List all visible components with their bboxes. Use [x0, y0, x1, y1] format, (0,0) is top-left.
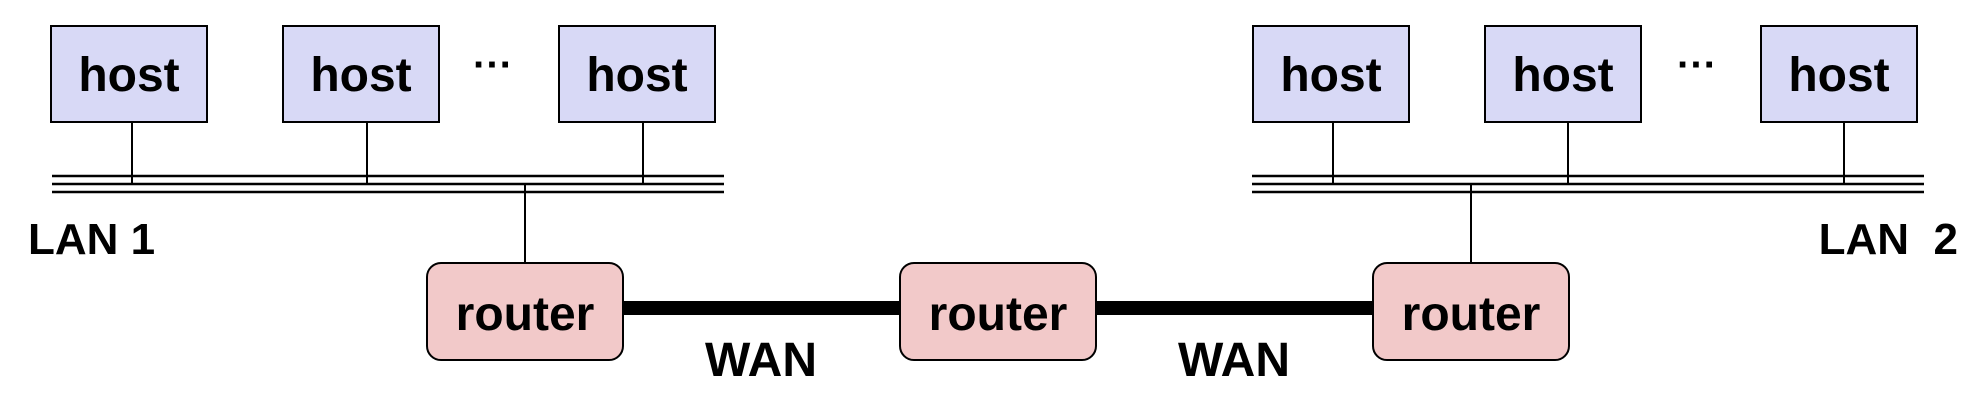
router-label: router: [1402, 288, 1541, 341]
lan2-label: LAN 2: [1819, 215, 1958, 264]
host-label: host: [1788, 49, 1889, 102]
wan-label: WAN: [705, 334, 817, 387]
lan1-bus: [52, 174, 724, 194]
lan2-host: host: [1484, 25, 1642, 123]
host-label: host: [1512, 49, 1613, 102]
lan1-ellipsis: ···: [473, 43, 513, 87]
router-label: router: [456, 288, 595, 341]
wan-label: WAN: [1178, 334, 1290, 387]
router-label: router: [929, 288, 1068, 341]
lan2-host: host: [1252, 25, 1410, 123]
lan1-host: host: [558, 25, 716, 123]
lan2-ellipsis: ···: [1677, 43, 1717, 87]
lan1-host: host: [50, 25, 208, 123]
lan1-label: LAN 1: [28, 215, 155, 264]
host-label: host: [1280, 49, 1381, 102]
host-label: host: [310, 49, 411, 102]
lan2-host: host: [1760, 25, 1918, 123]
router-middle: router: [899, 262, 1097, 361]
host-label: host: [78, 49, 179, 102]
router-left: router: [426, 262, 624, 361]
host-label: host: [586, 49, 687, 102]
router-right: router: [1372, 262, 1570, 361]
lan1-host: host: [282, 25, 440, 123]
lan2-bus: [1252, 174, 1924, 194]
